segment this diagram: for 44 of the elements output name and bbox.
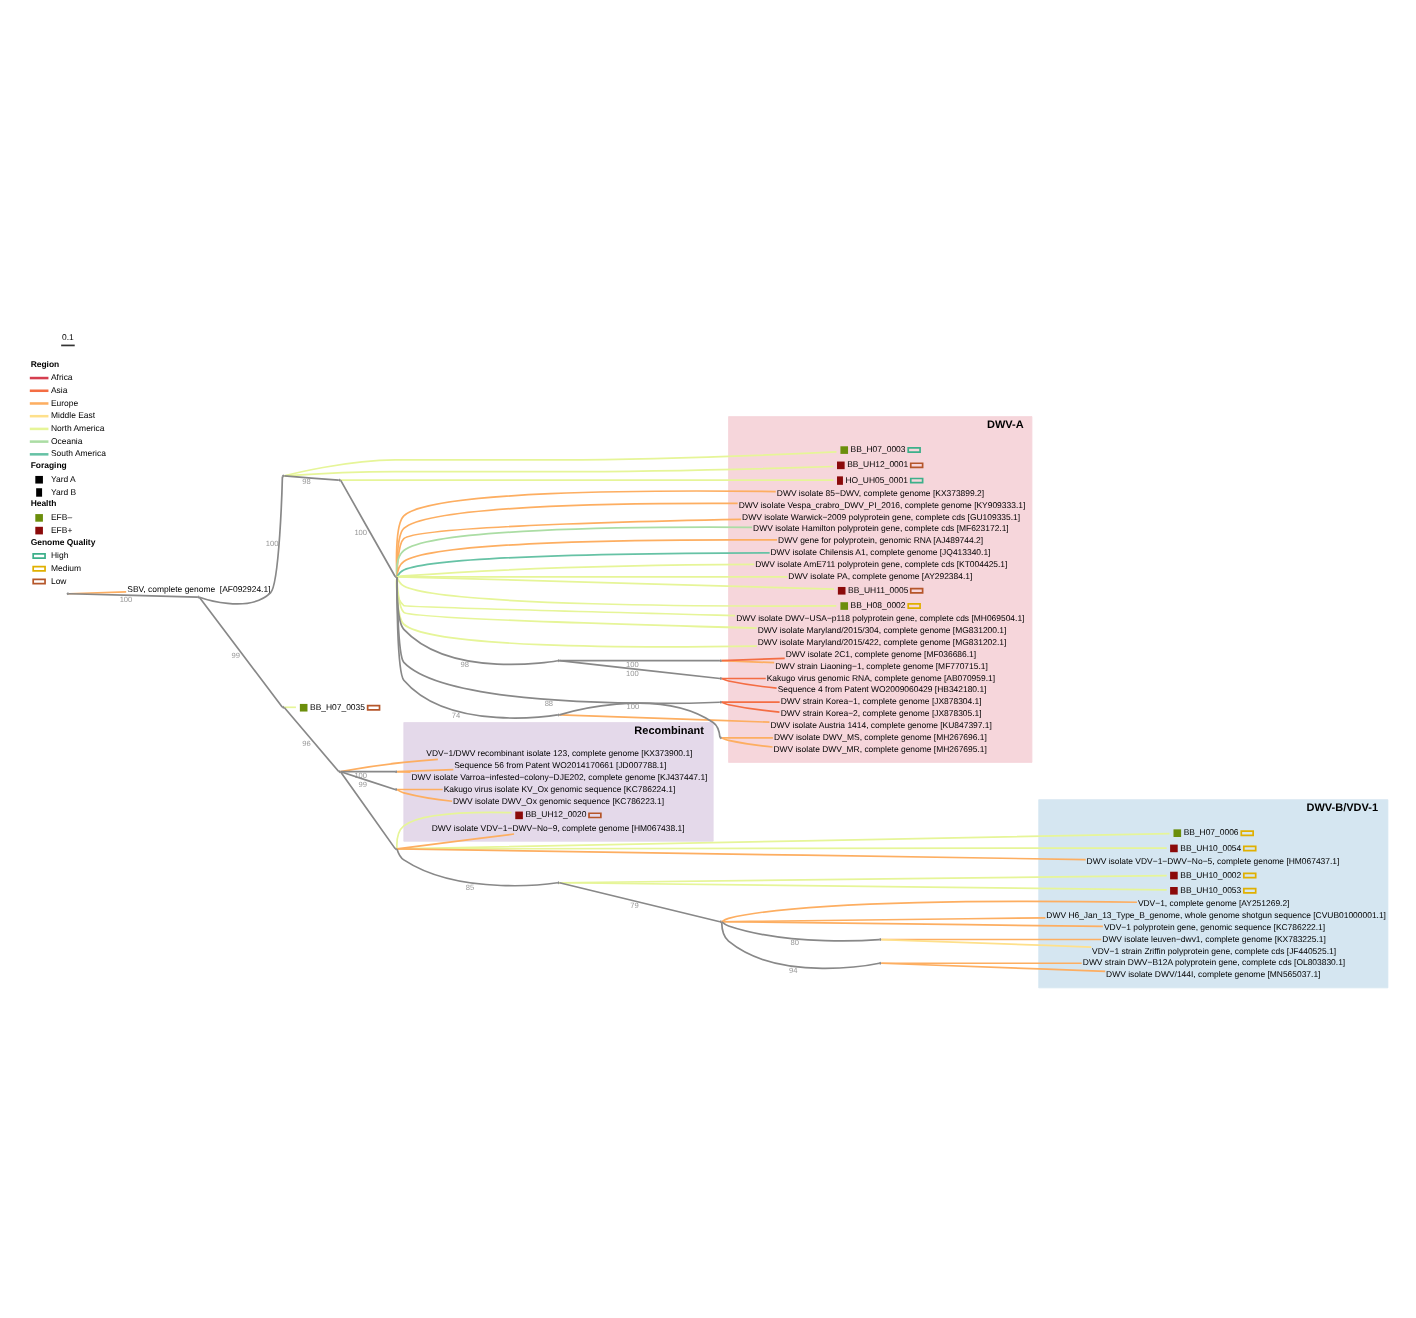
connector <box>339 479 835 482</box>
node-point <box>719 736 723 740</box>
connector <box>198 475 284 605</box>
connector <box>339 770 396 773</box>
connector <box>720 920 1104 928</box>
connector <box>720 677 767 680</box>
node-point <box>66 592 70 596</box>
connector <box>721 900 1138 923</box>
connector <box>721 701 781 713</box>
connector <box>396 788 444 791</box>
connector <box>339 770 396 791</box>
connector <box>720 657 786 662</box>
connector <box>283 706 297 709</box>
node-point <box>557 713 560 717</box>
connector <box>558 659 721 662</box>
connector <box>339 758 439 773</box>
connector <box>880 962 1083 965</box>
connector <box>721 921 880 942</box>
connector <box>198 596 284 708</box>
connector <box>558 659 721 680</box>
node-point <box>338 478 342 482</box>
node-point <box>557 659 560 663</box>
connector <box>396 770 412 774</box>
connector <box>283 475 340 482</box>
connector <box>720 701 781 704</box>
connector <box>721 677 778 689</box>
node-point <box>878 961 882 965</box>
node-point <box>557 881 560 885</box>
node-point <box>197 595 200 599</box>
connector <box>720 921 881 970</box>
node-point <box>719 700 723 704</box>
connector <box>720 659 776 664</box>
node-point <box>338 770 342 774</box>
connector <box>283 451 838 477</box>
node-point <box>281 705 285 709</box>
connector <box>880 938 1093 948</box>
connector <box>396 788 453 803</box>
connector <box>283 706 340 773</box>
connector <box>396 768 455 773</box>
connector <box>720 736 774 739</box>
connector <box>558 714 771 723</box>
connector <box>721 737 774 748</box>
connector <box>558 702 721 739</box>
connector <box>880 962 1107 973</box>
